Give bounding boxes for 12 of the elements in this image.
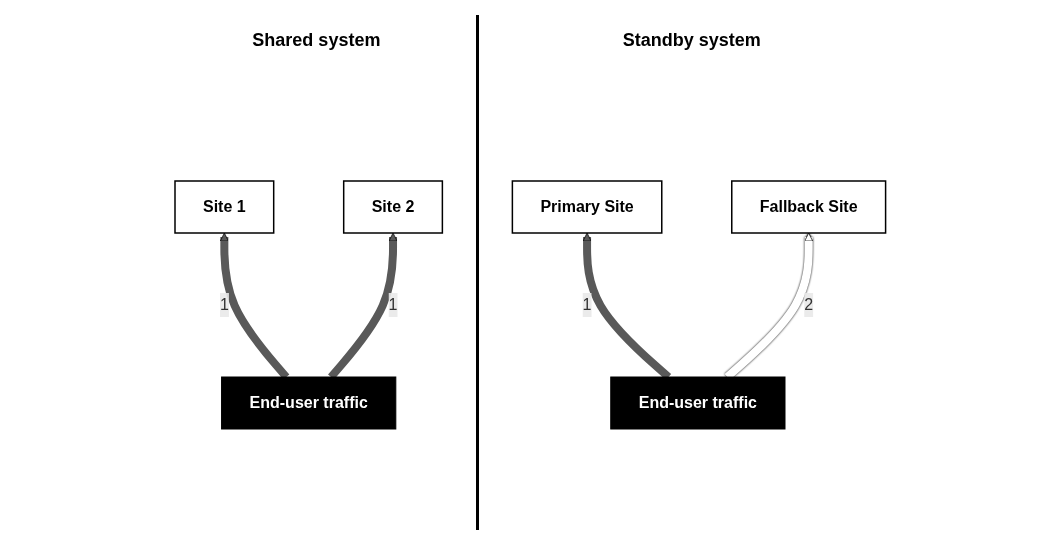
node-box: Primary Site [511, 180, 663, 234]
edge-label: 2 [804, 296, 814, 313]
node-box: Site 1 [174, 180, 275, 234]
edge-label: 1 [220, 296, 229, 313]
panel-title: Shared system [252, 30, 381, 50]
node-box: End-user traffic [610, 376, 786, 430]
edge-label: 1 [388, 296, 398, 313]
panel-title: Standby system [622, 30, 761, 50]
node-box: Site 2 [343, 180, 444, 234]
edge-label: 1 [582, 296, 592, 313]
node-box: Fallback Site [731, 180, 887, 234]
node-box: End-user traffic [221, 376, 397, 430]
